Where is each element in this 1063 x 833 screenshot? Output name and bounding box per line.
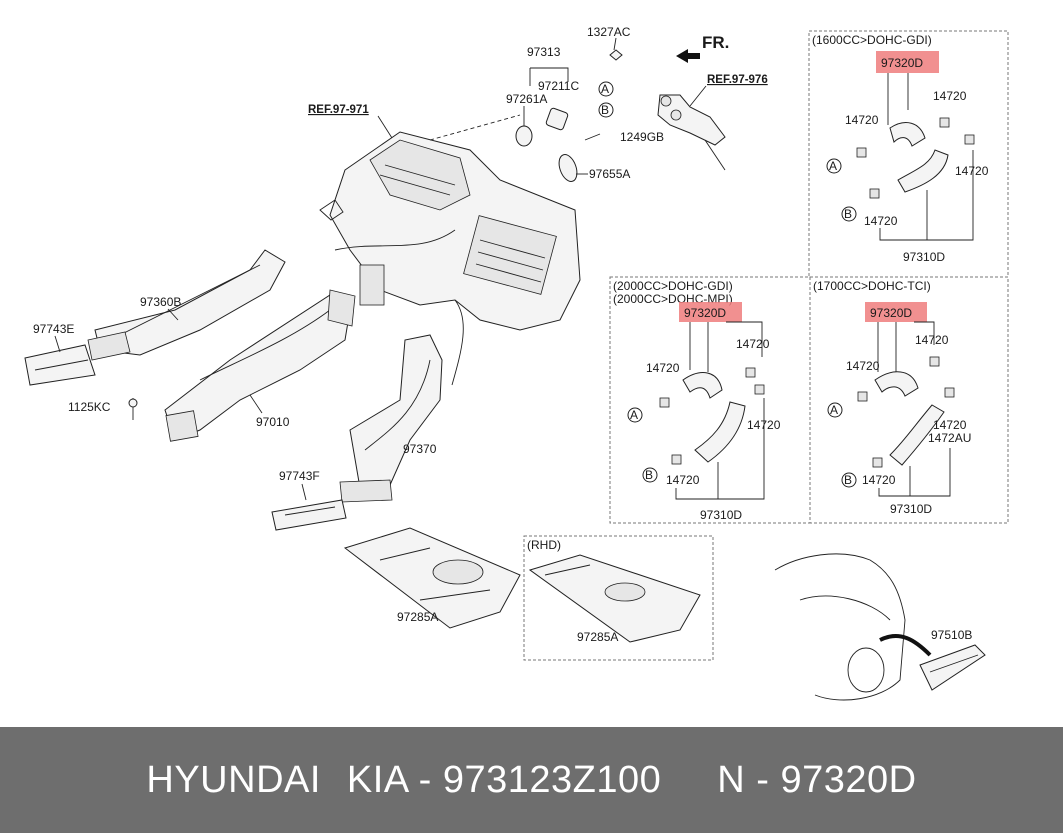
clamp-1700-1[interactable]: 14720 — [846, 359, 880, 373]
circle-a-1700: A — [830, 403, 838, 417]
cover-97285A-illustration — [343, 527, 521, 629]
clamp-2000-2[interactable]: 14720 — [736, 337, 770, 351]
heater-unit-illustration — [319, 114, 581, 386]
highlight-2000 — [679, 302, 742, 322]
label-97360B[interactable]: 97360B — [140, 295, 181, 309]
title-2000-gdi: (2000CC>DOHC-GDI) — [613, 279, 733, 293]
label-97655A[interactable]: 97655A — [589, 167, 630, 181]
label-1249GB[interactable]: 1249GB — [620, 130, 664, 144]
clamp-1600-2[interactable]: 14720 — [933, 89, 967, 103]
variant-box-2000: (2000CC>DOHC-GDI) (2000CC>DOHC-MPI) 9732… — [609, 276, 811, 524]
footer-part-number[interactable]: KIA - 973123Z100 — [346, 758, 662, 801]
label-97743E[interactable]: 97743E — [33, 322, 74, 336]
ref-976-pipes — [657, 94, 726, 171]
clamp-1600-4[interactable]: 14720 — [864, 214, 898, 228]
footer-ref-number[interactable]: N - 97320D — [717, 758, 917, 801]
fr-arrow-icon — [676, 49, 700, 63]
duct-97370-illustration — [339, 334, 443, 503]
label-1472AU[interactable]: 1472AU — [928, 431, 971, 445]
label-97261A[interactable]: 97261A — [506, 92, 547, 106]
circle-a-2000: A — [630, 408, 638, 422]
clamp-2000-1[interactable]: 14720 — [646, 361, 680, 375]
variant-box-1600: (1600CC>DOHC-GDI) 97320D 14720 14720 147… — [808, 30, 1009, 278]
clamp-1700-2[interactable]: 14720 — [915, 333, 949, 347]
duct-97743F-illustration — [271, 499, 347, 531]
duct-97743E-illustration — [24, 331, 131, 386]
ref-97-971[interactable]: REF.97-971 — [308, 104, 369, 116]
ref-97-976[interactable]: REF.97-976 — [707, 74, 768, 86]
duct-97010-illustration — [164, 289, 356, 442]
fr-label: FR. — [702, 33, 729, 52]
label-1125KC[interactable]: 1125KC — [68, 400, 111, 414]
variant-box-1700: (1700CC>DOHC-TCI) 97320D 14720 14720 147… — [809, 276, 1009, 524]
circle-a-top: A — [601, 82, 609, 96]
hose-1700[interactable]: 97310D — [890, 502, 932, 516]
part-number-footer: HYUNDAI KIA - 973123Z100 N - 97320D — [0, 727, 1063, 833]
part-97320D-2000[interactable]: 97320D — [684, 306, 726, 320]
circle-b-2000: B — [645, 468, 653, 482]
label-97211C[interactable]: 97211C — [538, 79, 579, 93]
label-97285A-rhd[interactable]: 97285A — [577, 630, 618, 644]
label-1327AC[interactable]: 1327AC — [587, 25, 631, 39]
car-illustration — [774, 553, 986, 701]
cover-97285A-rhd-illustration — [528, 554, 701, 643]
title-1600: (1600CC>DOHC-GDI) — [812, 33, 932, 47]
clamp-1600-1[interactable]: 14720 — [845, 113, 879, 127]
clamp-1700-3[interactable]: 14720 — [933, 418, 967, 432]
label-97370[interactable]: 97370 — [403, 442, 437, 456]
title-1700: (1700CC>DOHC-TCI) — [813, 279, 931, 293]
highlight-1700 — [865, 302, 927, 322]
circle-a-1600: A — [829, 159, 837, 173]
parts-diagram: FR. REF.97-971 REF.97-976 1327AC 97313 9… — [24, 25, 1009, 701]
circle-b-1600: B — [844, 207, 852, 221]
circle-b-1700: B — [844, 473, 852, 487]
clamp-2000-4[interactable]: 14720 — [666, 473, 700, 487]
label-97510B[interactable]: 97510B — [931, 628, 972, 642]
hose-2000[interactable]: 97310D — [700, 508, 742, 522]
part-97320D-1600[interactable]: 97320D — [881, 56, 923, 70]
part-97320D-1700[interactable]: 97320D — [870, 306, 912, 320]
clamp-1700-4[interactable]: 14720 — [862, 473, 896, 487]
circle-b-top: B — [601, 103, 609, 117]
highlight-1600 — [876, 51, 939, 73]
label-97313[interactable]: 97313 — [527, 45, 561, 59]
label-97285A[interactable]: 97285A — [397, 610, 438, 624]
label-97010[interactable]: 97010 — [256, 415, 290, 429]
label-97743F[interactable]: 97743F — [279, 469, 320, 483]
hose-1600[interactable]: 97310D — [903, 250, 945, 264]
fr-indicator: FR. — [676, 33, 729, 63]
footer-brand: HYUNDAI — [146, 758, 321, 801]
rhd-title: (RHD) — [527, 538, 561, 552]
clamp-1600-3[interactable]: 14720 — [955, 164, 989, 178]
